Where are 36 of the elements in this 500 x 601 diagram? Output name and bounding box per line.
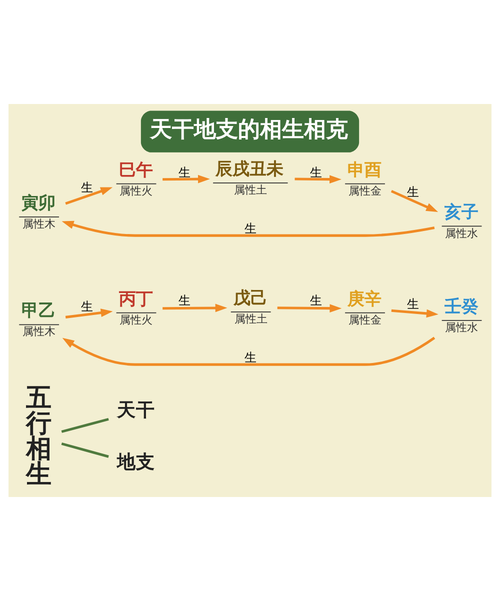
node-text: 地支: [117, 452, 156, 473]
connector: [61, 418, 109, 433]
arrow: [62, 336, 436, 366]
edge-label: 生: [310, 165, 322, 180]
node-text: 庚辛 属性金: [348, 289, 382, 326]
node-text: 天干: [117, 400, 156, 422]
edge-label: 生: [310, 293, 322, 308]
edge-label: 生: [178, 293, 191, 308]
node-text: 巳午 属性火: [118, 160, 153, 198]
edge-label: 生: [406, 296, 419, 311]
arrow: [65, 187, 113, 205]
edge-label: 生: [244, 350, 256, 364]
node-text: 戊己 属性土: [233, 288, 268, 326]
connector: [61, 442, 109, 458]
node-text: 寅卯 属性木: [22, 193, 56, 230]
arrow: [277, 304, 342, 312]
node-text: 申酉 属性金: [348, 160, 382, 198]
arrow: [294, 175, 342, 184]
node-text: 丙丁 属性火: [118, 289, 153, 326]
node-text: 辰戌丑未 属性土: [216, 159, 284, 196]
arrow: [162, 304, 228, 312]
arrow: [62, 220, 435, 237]
arrow: [391, 309, 438, 318]
node-text: 壬癸 属性水: [444, 296, 478, 334]
edge-label: 生: [81, 180, 94, 195]
node-text: 亥子 属性水: [444, 202, 478, 240]
arrow: [162, 174, 210, 184]
arrow: [390, 190, 438, 212]
node-text: 五行相生: [26, 383, 51, 490]
edge-label: 生: [178, 165, 191, 180]
edge-label: 生: [81, 299, 94, 314]
node-text: 甲乙 属性木: [22, 301, 56, 338]
arrow: [65, 308, 113, 318]
edge-label: 生: [244, 221, 256, 236]
edge-label: 生: [406, 184, 419, 199]
diagram-title: 天干地支的相生相克: [150, 118, 348, 143]
